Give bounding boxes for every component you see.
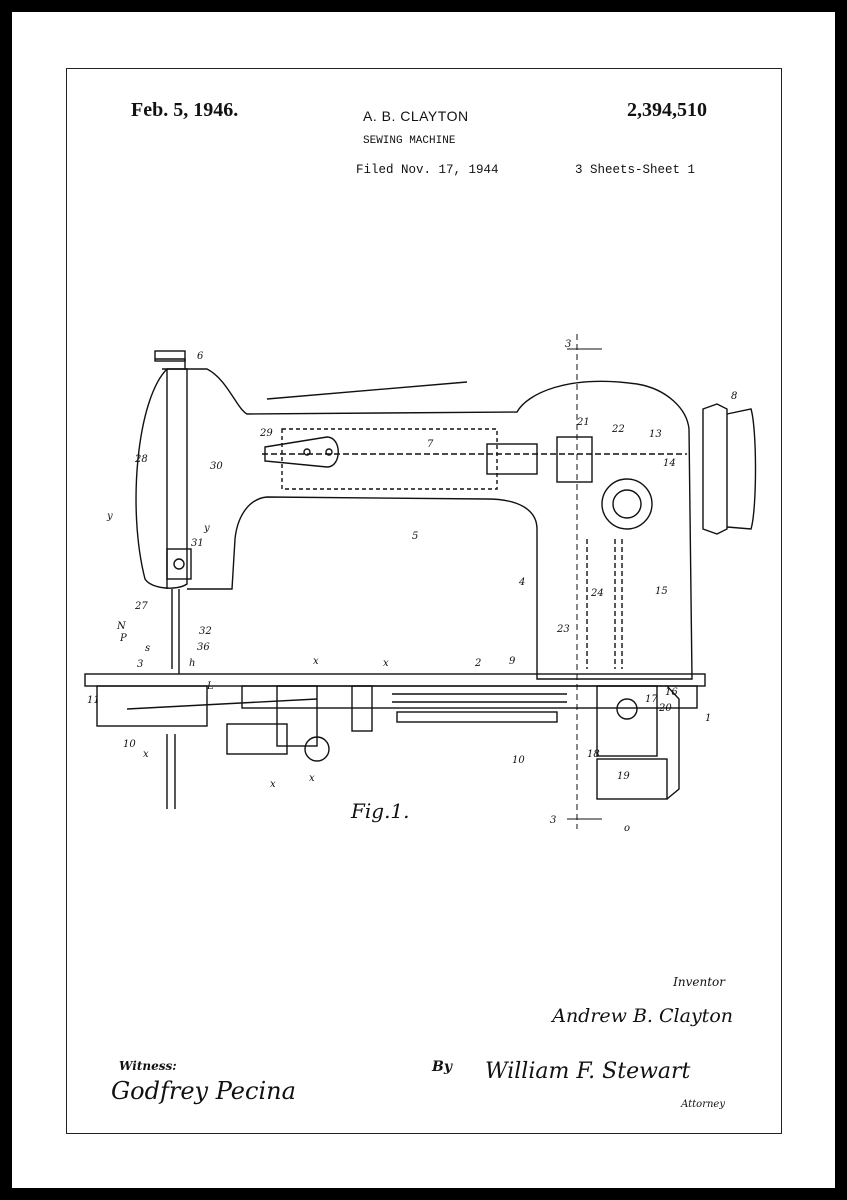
ref-number: 15 xyxy=(655,586,668,597)
ref-number: 3 xyxy=(137,659,143,670)
ref-number: 17 xyxy=(645,694,658,705)
ref-number: 13 xyxy=(649,429,662,440)
ref-number: 24 xyxy=(590,588,604,599)
ref-number: y xyxy=(203,523,210,534)
ref-number: 31 xyxy=(191,538,204,549)
ref-number: 18 xyxy=(587,749,600,760)
ref-number: 27 xyxy=(134,601,148,612)
ref-number: x xyxy=(143,749,149,760)
ref-number: 30 xyxy=(210,461,223,472)
ref-number: x xyxy=(309,773,315,784)
reference-numbers: 3 6 8 29 7 21 22 13 14 28 30 y y 5 31 4 … xyxy=(87,339,737,834)
ref-number: h xyxy=(189,658,195,669)
by-label: By xyxy=(432,1059,452,1075)
ref-number: 21 xyxy=(576,417,590,428)
ref-number: 28 xyxy=(134,454,148,465)
patent-number: 2,394,510 xyxy=(627,99,707,121)
ref-number: 3 xyxy=(550,815,556,826)
ref-number: 1 xyxy=(705,713,711,724)
ref-number: 23 xyxy=(556,624,570,635)
ref-number: 19 xyxy=(617,771,630,782)
ref-number: 6 xyxy=(197,351,204,362)
ref-number: 20 xyxy=(658,703,672,714)
ref-number: 9 xyxy=(509,656,516,667)
ref-number: 4 xyxy=(518,577,525,588)
ref-number: L xyxy=(206,681,214,692)
inventor-name: A. B. CLAYTON xyxy=(363,108,469,124)
ref-number: s xyxy=(145,643,150,654)
ref-number: 10 xyxy=(512,755,525,766)
ref-number: o xyxy=(624,823,630,834)
attorney-signature: William F. Stewart xyxy=(485,1059,691,1084)
patent-sheet: Feb. 5, 1946. A. B. CLAYTON 2,394,510 SE… xyxy=(66,68,782,1134)
ref-number: 22 xyxy=(611,424,625,435)
ref-number: 3 xyxy=(565,339,571,350)
sewing-machine-drawing xyxy=(84,334,757,829)
ref-number: 10 xyxy=(123,739,136,750)
patent-title: SEWING MACHINE xyxy=(363,135,456,147)
ref-number: 11 xyxy=(87,695,100,706)
ref-number: 14 xyxy=(663,458,676,469)
ref-number: N xyxy=(116,621,127,632)
ref-number: 32 xyxy=(199,626,212,637)
witness-signature: Godfrey Pecina xyxy=(111,1077,296,1105)
ref-number: 8 xyxy=(731,391,737,402)
ref-number: 29 xyxy=(259,428,273,439)
patent-date: Feb. 5, 1946. xyxy=(131,99,239,121)
sheet-count: 3 Sheets-Sheet 1 xyxy=(575,163,696,177)
figure-label: Fig.1. xyxy=(351,799,410,823)
attorney-label: Attorney xyxy=(681,1099,725,1110)
ref-number: 16 xyxy=(665,687,678,698)
ref-number: x xyxy=(270,779,276,790)
filed-date: Filed Nov. 17, 1944 xyxy=(356,163,499,177)
ref-number: x xyxy=(313,656,319,667)
ref-number: 2 xyxy=(474,658,481,669)
ref-number: 5 xyxy=(412,531,418,542)
ref-number: P xyxy=(119,633,127,644)
ref-number: 36 xyxy=(197,642,210,653)
inventor-signature: Andrew B. Clayton xyxy=(552,1005,733,1027)
ref-number: y xyxy=(106,511,113,522)
ref-number: x xyxy=(383,658,389,669)
witness-label: Witness: xyxy=(119,1059,177,1073)
ref-number: 7 xyxy=(427,439,434,450)
inventor-label: Inventor xyxy=(673,975,725,989)
